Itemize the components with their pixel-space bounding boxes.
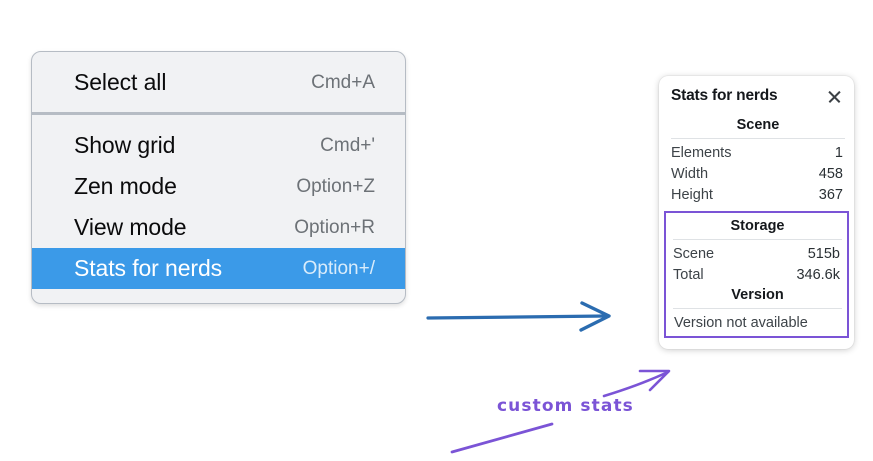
stat-value: 515b [807,245,840,262]
stat-label: Scene [673,245,715,262]
menu-item-view-mode[interactable]: View mode Option+R [32,207,405,248]
stat-row-height: Height 367 [671,184,845,205]
stat-row-width: Width 458 [671,163,845,184]
scene-section-heading: Scene [736,117,780,133]
custom-stats-highlight-box: Storage Scene 515b Total 346.6k Version … [664,211,849,338]
menu-item-label: Select all [74,69,167,95]
menu-item-zen-mode[interactable]: Zen mode Option+Z [32,166,405,207]
scene-section: Scene Elements 1 Width 458 Height 367 [671,115,845,205]
version-section: Version Version not available [673,285,842,332]
menu-item-label: View mode [74,214,187,240]
context-menu[interactable]: Select all Cmd+A Show grid Cmd+' Zen mod… [31,51,406,304]
stats-for-nerds-panel: Stats for nerds Scene Elements 1 Width 4… [659,76,854,349]
stat-row-elements: Elements 1 [671,142,845,163]
menu-item-shortcut: Option+Z [296,175,375,197]
stat-label: Total [673,266,704,283]
storage-section-heading: Storage [730,218,785,234]
stat-value: 367 [818,186,843,203]
menu-item-shortcut: Cmd+A [311,71,375,93]
stat-row-storage-scene: Scene 515b [673,243,842,264]
menu-item-show-grid[interactable]: Show grid Cmd+' [32,125,405,166]
stat-value: 346.6k [796,266,840,283]
purple-arrow [602,369,671,398]
stat-label: Width [671,165,709,182]
stat-label: Height [671,186,713,203]
menu-group-1: Select all Cmd+A [32,52,405,112]
menu-group-2: Show grid Cmd+' Zen mode Option+Z View m… [32,115,405,303]
custom-stats-annotation-label: custom stats [497,396,634,416]
stats-panel-title: Stats for nerds [671,87,778,104]
close-icon[interactable] [826,88,843,105]
menu-item-select-all[interactable]: Select all Cmd+A [32,62,405,103]
storage-section: Storage Scene 515b Total 346.6k [673,216,842,285]
stat-row-storage-total: Total 346.6k [673,264,842,285]
menu-item-shortcut: Cmd+' [320,134,375,156]
section-rule [673,308,842,309]
menu-item-shortcut: Option+/ [302,257,375,279]
version-section-heading: Version [731,287,784,303]
menu-item-stats-for-nerds[interactable]: Stats for nerds Option+/ [32,248,405,289]
stat-value: 1 [834,144,843,161]
menu-item-shortcut: Option+R [294,216,375,238]
menu-divider [32,112,405,115]
menu-item-label: Zen mode [74,173,177,199]
stats-panel-titlebar: Stats for nerds [671,87,845,105]
purple-underline-stroke [450,422,554,454]
blue-arrow [426,301,611,332]
menu-item-label: Stats for nerds [74,255,223,281]
stat-label: Elements [671,144,732,161]
section-rule [671,138,845,139]
version-text: Version not available [674,315,808,331]
section-rule [673,239,842,240]
stat-value: 458 [818,165,843,182]
menu-item-label: Show grid [74,132,176,158]
